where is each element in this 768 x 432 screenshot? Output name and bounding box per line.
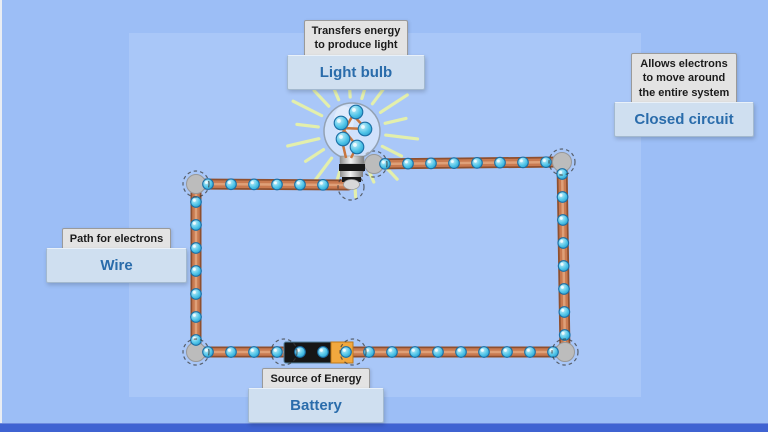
closed-circuit-label: Closed circuit bbox=[614, 101, 754, 137]
bulb-base-silver-band bbox=[340, 171, 363, 177]
callout-closed-circuit: Allows electrons to move around the enti… bbox=[614, 53, 754, 137]
bottom-bar bbox=[0, 423, 768, 432]
wire-loop[interactable] bbox=[190, 156, 571, 358]
wire-description: Path for electrons bbox=[61, 228, 172, 249]
wire-label: Wire bbox=[46, 248, 187, 284]
battery-description: Source of Energy bbox=[262, 368, 370, 389]
callout-wire: Path for electrons Wire bbox=[46, 228, 187, 284]
light-bulb-label: Light bulb bbox=[287, 54, 425, 90]
window-left-edge bbox=[0, 0, 2, 432]
callout-light-bulb: Transfers energy to produce light Light … bbox=[287, 20, 425, 90]
sim-canvas bbox=[129, 33, 641, 397]
light-bulb-description: Transfers energy to produce light bbox=[303, 20, 409, 55]
callout-battery: Source of Energy Battery bbox=[248, 368, 384, 424]
battery-label: Battery bbox=[248, 388, 384, 424]
wire-junctions[interactable] bbox=[186, 152, 575, 362]
bulb-base-black-band bbox=[339, 164, 365, 171]
bulb-base-tip bbox=[343, 179, 360, 190]
light-bulb-component[interactable] bbox=[323, 102, 381, 190]
electrons bbox=[190, 156, 571, 358]
closed-circuit-description: Allows electrons to move around the enti… bbox=[630, 53, 738, 102]
